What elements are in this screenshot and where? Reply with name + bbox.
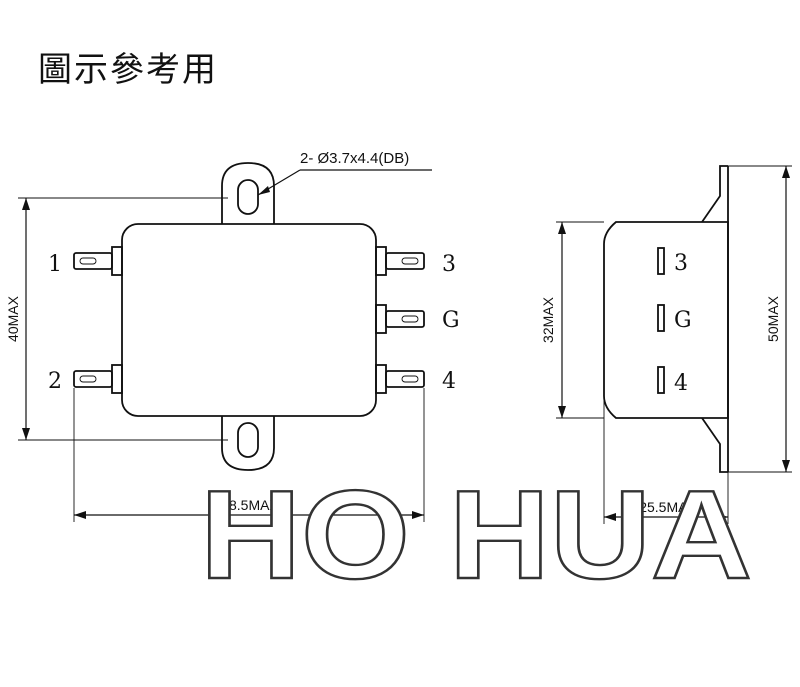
bottom-mounting-hole xyxy=(237,422,259,458)
terminal-label-1: 1 xyxy=(48,252,62,277)
front-view: 1 2 3 G 4 2- Ø3.7x4.4(DB) 40MAX 68.5MAX xyxy=(5,150,460,522)
bottom-mounting-ear xyxy=(221,416,275,471)
dim-label-32max: 32MAX xyxy=(540,296,556,343)
dim-label-25-5max: 25.5MAX xyxy=(639,499,697,515)
dim-height-front xyxy=(18,197,228,441)
side-terminal-3 xyxy=(657,247,665,275)
dim-label-50max: 50MAX xyxy=(765,295,781,342)
watermark-text: HO HUA xyxy=(200,464,752,605)
terminal-3 xyxy=(375,246,425,276)
filter-body-front xyxy=(121,223,377,417)
side-terminal-G xyxy=(657,304,665,332)
dim-width-side xyxy=(603,400,729,524)
terminal-label-2: 2 xyxy=(48,369,62,394)
side-terminal-label-G: G xyxy=(674,308,692,333)
terminal-2 xyxy=(73,364,123,394)
side-terminal-label-4: 4 xyxy=(674,371,688,396)
side-terminal-label-3: 3 xyxy=(674,251,688,276)
filter-body-side xyxy=(603,221,729,419)
top-mounting-ear xyxy=(221,162,275,224)
hole-callout-text: 2- Ø3.7x4.4(DB) xyxy=(300,150,409,167)
dim-total-height-side xyxy=(728,165,792,473)
hole-callout-arrow xyxy=(258,186,270,195)
side-view: 3 G 4 32MAX 50MAX 25.5MAX xyxy=(540,165,792,524)
terminal-G xyxy=(375,304,425,334)
terminal-4 xyxy=(375,364,425,394)
dim-width-front xyxy=(73,388,425,522)
dim-body-height-side xyxy=(556,221,604,419)
side-mounting-flange xyxy=(701,165,728,473)
dim-label-40max: 40MAX xyxy=(5,295,21,342)
top-mounting-hole xyxy=(237,179,259,215)
terminal-1 xyxy=(73,246,123,276)
terminal-label-G: G xyxy=(442,308,460,333)
page-title: 圖示參考用 xyxy=(38,50,218,90)
side-terminal-4 xyxy=(657,366,665,394)
dim-label-68-5max: 68.5MAX xyxy=(221,497,279,513)
terminal-label-3: 3 xyxy=(442,252,456,277)
terminal-label-4: 4 xyxy=(442,369,456,394)
